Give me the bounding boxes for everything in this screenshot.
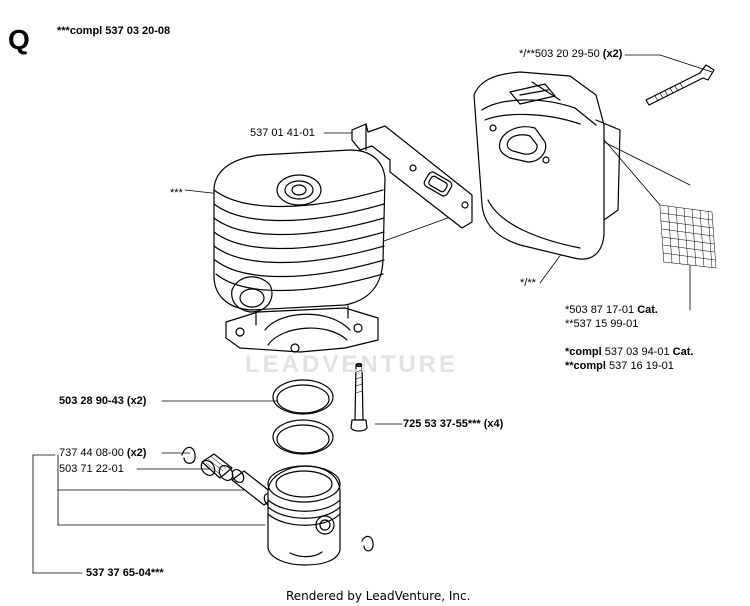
part-callout-bolt-long[interactable]: */**503 20 29-50 (x2): [519, 48, 622, 60]
part-callout-gasket[interactable]: 537 01 41-01: [250, 127, 315, 139]
part-number: 537 16 19-01: [609, 360, 674, 372]
part-number: */**503 20 29-50: [519, 48, 600, 60]
piston-rings: [272, 379, 334, 455]
compl-header: ***compl 537 03 20-08: [57, 25, 171, 37]
needle-bearing: [200, 453, 234, 482]
quantity: (x2): [126, 395, 147, 407]
part-callout-muffler[interactable]: */**: [520, 277, 536, 289]
mesh-screen: [659, 204, 717, 269]
cylinder-screw: [350, 362, 368, 432]
compl-catalyst-1[interactable]: *compl 537 03 94-01 Cat.: [565, 346, 693, 358]
part-number: 737 44 08-00: [59, 447, 124, 459]
part-callout-cylinder-screw[interactable]: 725 53 37-55*** (x4): [403, 418, 503, 430]
section-letter: Q: [8, 24, 30, 55]
part-callout-piston-ring[interactable]: 503 28 90-43 (x2): [59, 395, 146, 407]
gasket-plate: [351, 123, 473, 229]
part-number: 725 53 37-55***: [403, 418, 481, 430]
part-number: 503 28 90-43: [59, 395, 124, 407]
part-number: *503 87 17-01: [565, 304, 635, 316]
catalyst-suffix: Cat.: [637, 304, 658, 316]
footer-credit: Rendered by LeadVenture, Inc.: [286, 589, 471, 603]
compl-prefix: **compl: [565, 360, 606, 372]
part-callout-muffler-cat-1[interactable]: *503 87 17-01 Cat.: [565, 304, 658, 316]
part-callout-cylinder[interactable]: ***: [170, 187, 183, 199]
compl-catalyst-2[interactable]: **compl 537 16 19-01: [565, 360, 674, 372]
part-callout-piston-kit[interactable]: 537 37 65-04***: [86, 567, 164, 579]
catalyst-suffix: Cat.: [672, 346, 694, 358]
part-callout-circlip[interactable]: 737 44 08-00 (x2): [59, 447, 146, 459]
circlips: [181, 446, 374, 552]
quantity: (x2): [602, 48, 623, 60]
compl-prefix: *compl: [565, 346, 602, 358]
quantity: (x2): [126, 447, 147, 459]
piston: [267, 465, 341, 566]
cylinder: [213, 149, 386, 353]
watermark: LEADVENTURE: [245, 351, 459, 378]
part-number: 537 03 94-01: [604, 346, 670, 358]
quantity: (x4): [483, 418, 504, 430]
part-callout-muffler-cat-2[interactable]: **537 15 99-01: [565, 318, 639, 330]
long-bolt: [645, 64, 715, 106]
part-callout-needle-bearing[interactable]: 503 71 22-01: [59, 463, 124, 475]
muffler: [473, 71, 621, 260]
